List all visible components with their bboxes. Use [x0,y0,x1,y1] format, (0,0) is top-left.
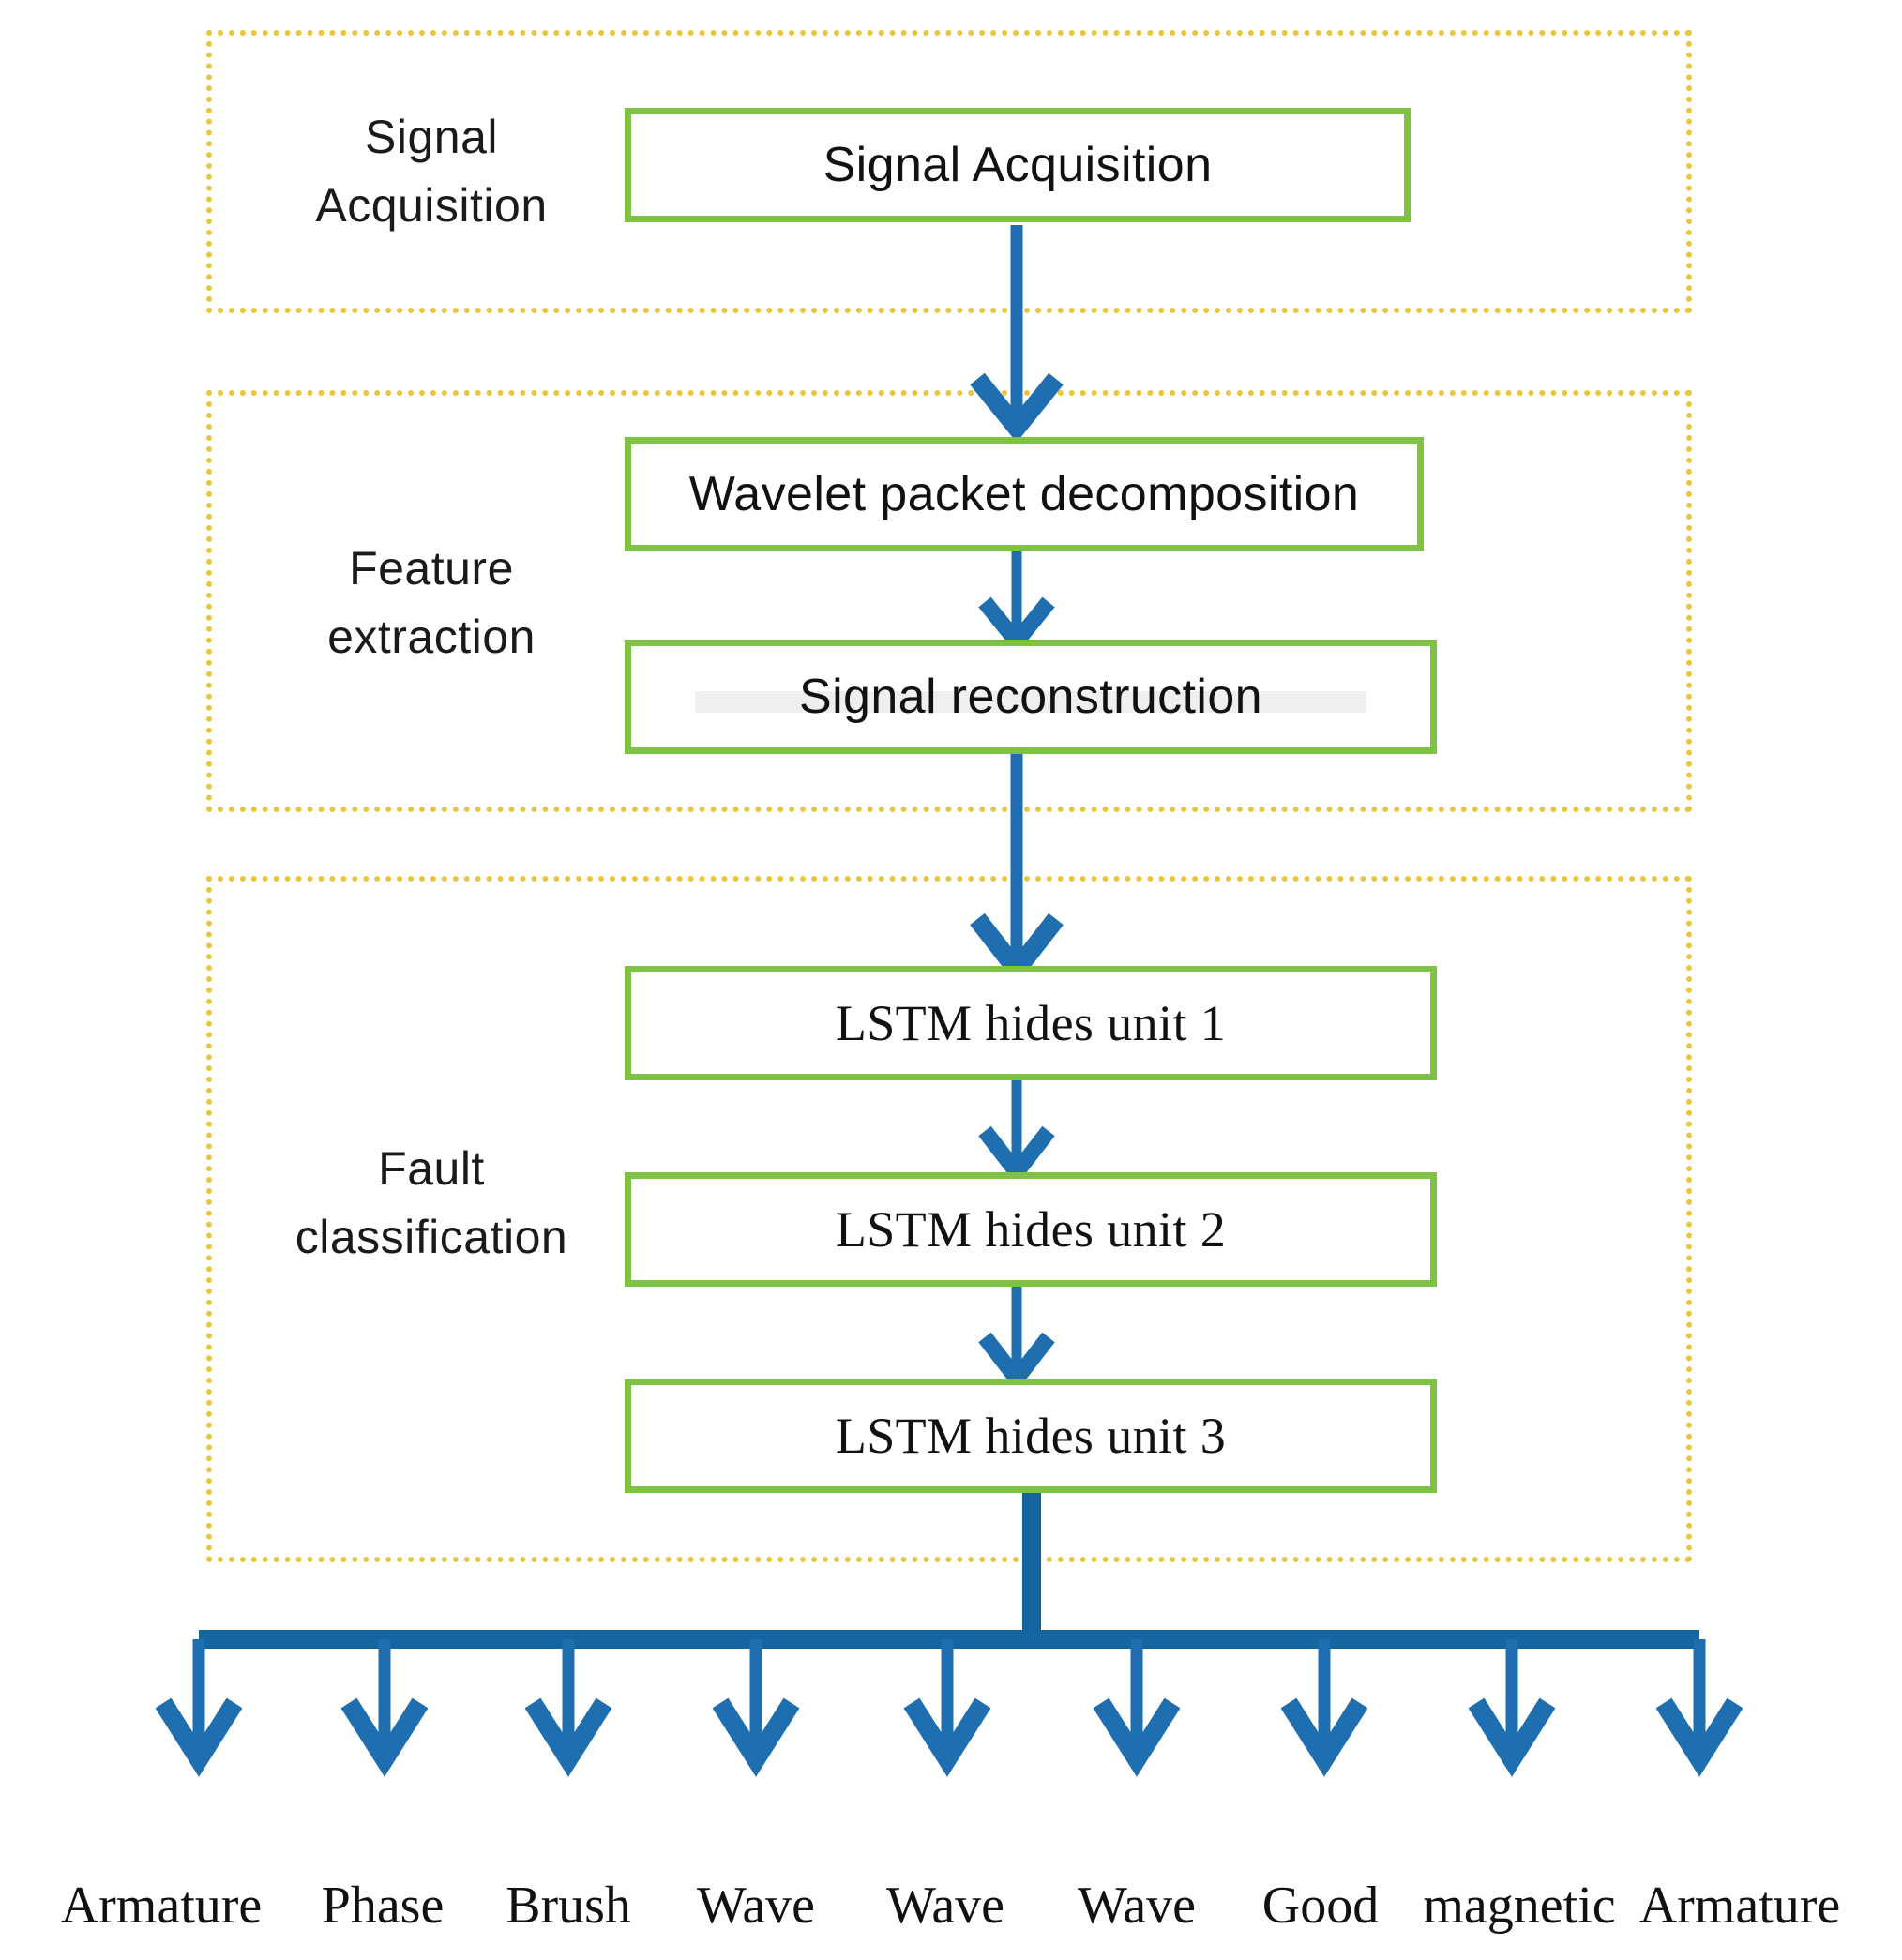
output-label-armature-stuck: Armature stuck [21,1810,302,1960]
process-box-label: LSTM hides unit 1 [835,995,1227,1051]
stage-region-feature-extraction [206,390,1692,812]
output-branch-arrow-5 [903,1639,991,1777]
output-label-line1: Brush [506,1877,631,1936]
stage-region-fault-classification [206,876,1692,1562]
stage-label-fault-classification: Fault classification [294,1142,568,1263]
process-box-lstm-hides-unit-1[interactable]: LSTM hides unit 1 [625,966,1437,1080]
process-box-lstm-hides-unit-2[interactable]: LSTM hides unit 2 [625,1172,1437,1287]
output-branch-arrow-1 [155,1639,243,1777]
output-branch-arrow-7 [1280,1639,1368,1777]
output-branch-arrow-6 [1093,1639,1181,1777]
output-label-brush-fault: Brush fault [437,1810,700,1960]
output-branch-arrow-2 [340,1639,429,1777]
output-branch-arrow-3 [524,1639,612,1777]
output-branch-arrow-9 [1655,1639,1744,1777]
process-box-wavelet-packet-decomposition[interactable]: Wavelet packet decomposition [625,437,1424,551]
output-label-wave-height: Wave height [814,1810,1077,1960]
output-label-wave-length: Wave length [1005,1810,1268,1960]
output-label-good-prototype: Good prototype [1180,1810,1461,1960]
process-box-signal-reconstruction[interactable]: Signal reconstruction [625,640,1437,754]
process-box-label: LSTM hides unit 2 [835,1201,1227,1258]
output-label-line1: Armature [1638,1877,1841,1936]
output-label-line1: Phase [321,1877,445,1936]
output-label-line1: Wave [1077,1877,1197,1936]
output-label-line1: Wave [885,1877,1005,1936]
output-label-line1: magnetic [1423,1877,1616,1936]
output-label-wave-fall: Wave fall [625,1810,887,1960]
process-box-signal-acquisition[interactable]: Signal Acquisition [625,108,1411,222]
output-label-line1: Armature [60,1877,263,1936]
output-label-armature-confusion: Armature confusion [1594,1810,1885,1960]
output-label-line1: Wave [696,1877,816,1936]
output-label-magnetic-field-fault: magnetic field fault [1379,1810,1660,1960]
text-highlight-band [695,690,1366,714]
output-label-phase-disconnec: Phase disconnec [242,1810,523,1960]
stage-region-acquisition [206,30,1692,313]
process-box-label: Signal reconstruction [799,670,1262,724]
output-branch-arrow-8 [1468,1639,1556,1777]
output-label-line1: Good [1261,1877,1380,1936]
stage-label-feature-extraction: Feature extraction [327,542,536,663]
process-box-label: Signal Acquisition [823,138,1213,192]
process-box-lstm-hides-unit-3[interactable]: LSTM hides unit 3 [625,1379,1437,1493]
stage-label-acquisition: Signal Acquisition [315,111,548,232]
process-box-label: Wavelet packet decomposition [688,467,1360,521]
output-branch-arrow-4 [712,1639,800,1777]
process-box-label: LSTM hides unit 3 [835,1408,1227,1464]
